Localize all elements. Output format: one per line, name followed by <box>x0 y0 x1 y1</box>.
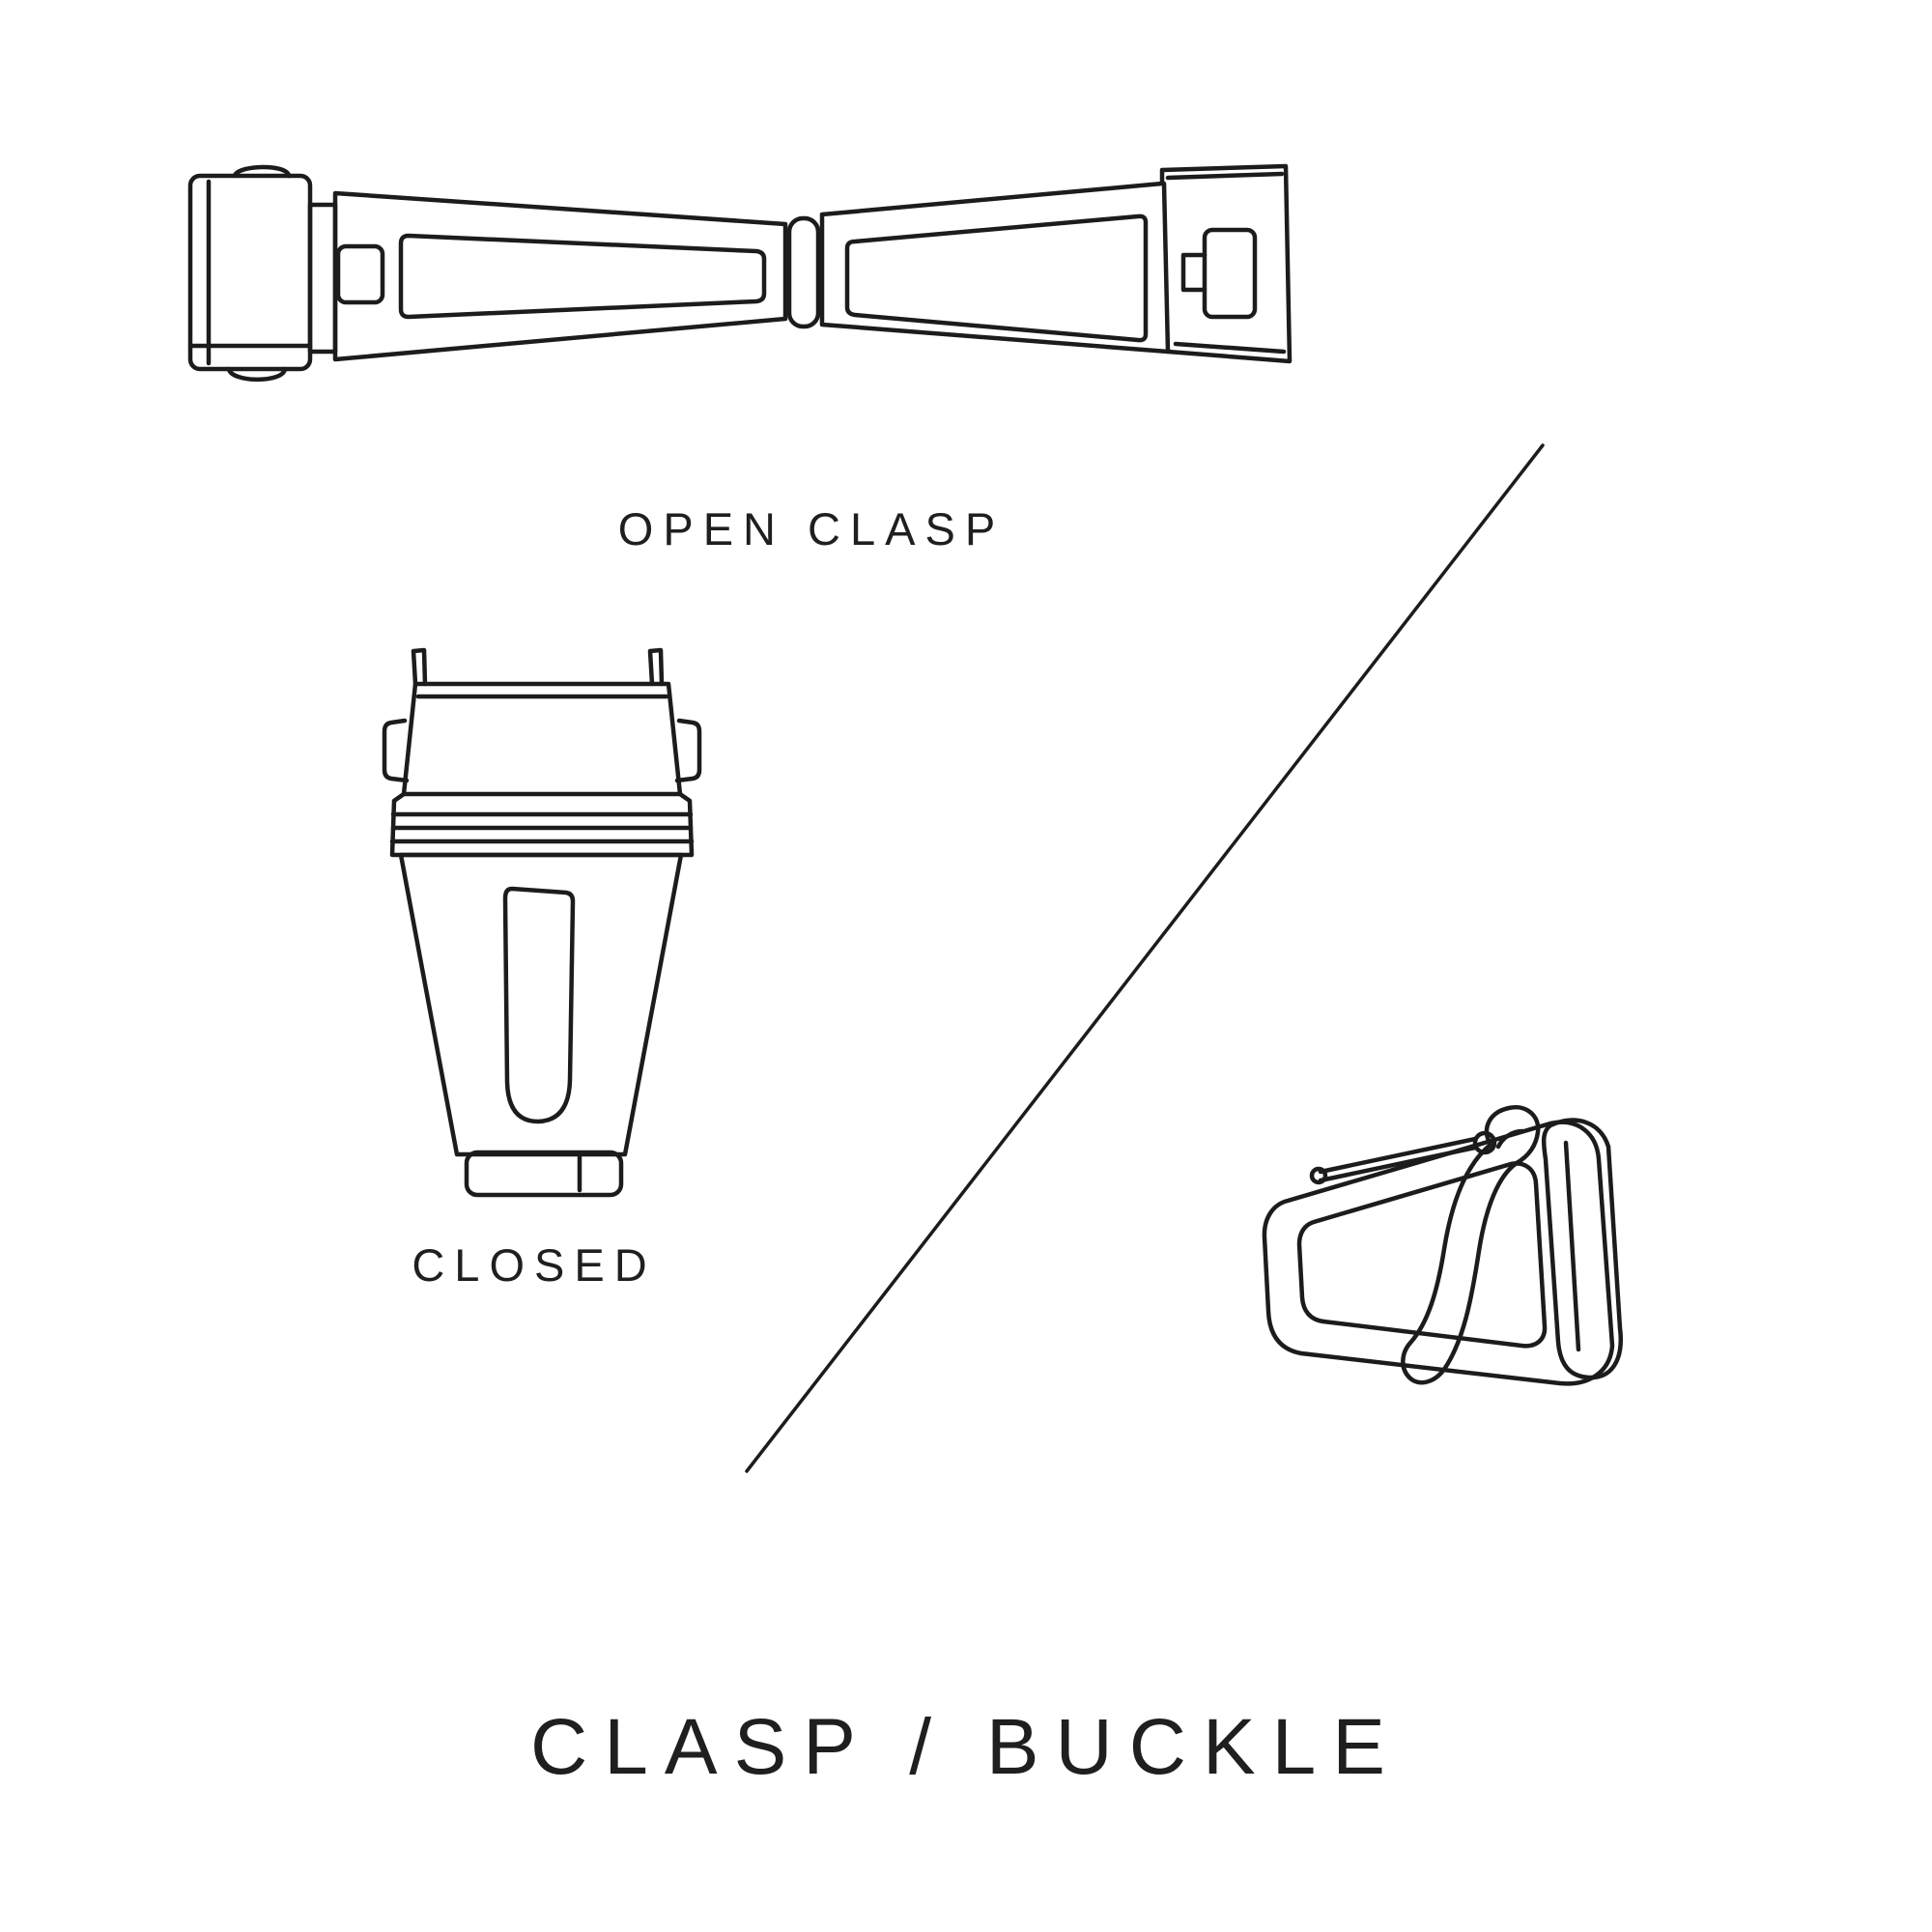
open-clasp-illustration <box>179 155 1309 488</box>
open-clasp-icon <box>187 163 1293 383</box>
section-divider <box>739 440 1550 1478</box>
open-clasp-label: OPEN CLASP <box>617 503 1006 554</box>
closed-clasp-illustration <box>377 638 715 1208</box>
diagram-title: CLASP / BUCKLE <box>530 1703 1402 1791</box>
tang-buckle-icon <box>1262 1104 1623 1386</box>
closed-clasp-icon <box>382 647 702 1198</box>
buckle-illustration <box>1232 1087 1647 1425</box>
diagonal-divider-line <box>745 443 1545 1473</box>
closed-clasp-label: CLOSED <box>412 1239 657 1291</box>
